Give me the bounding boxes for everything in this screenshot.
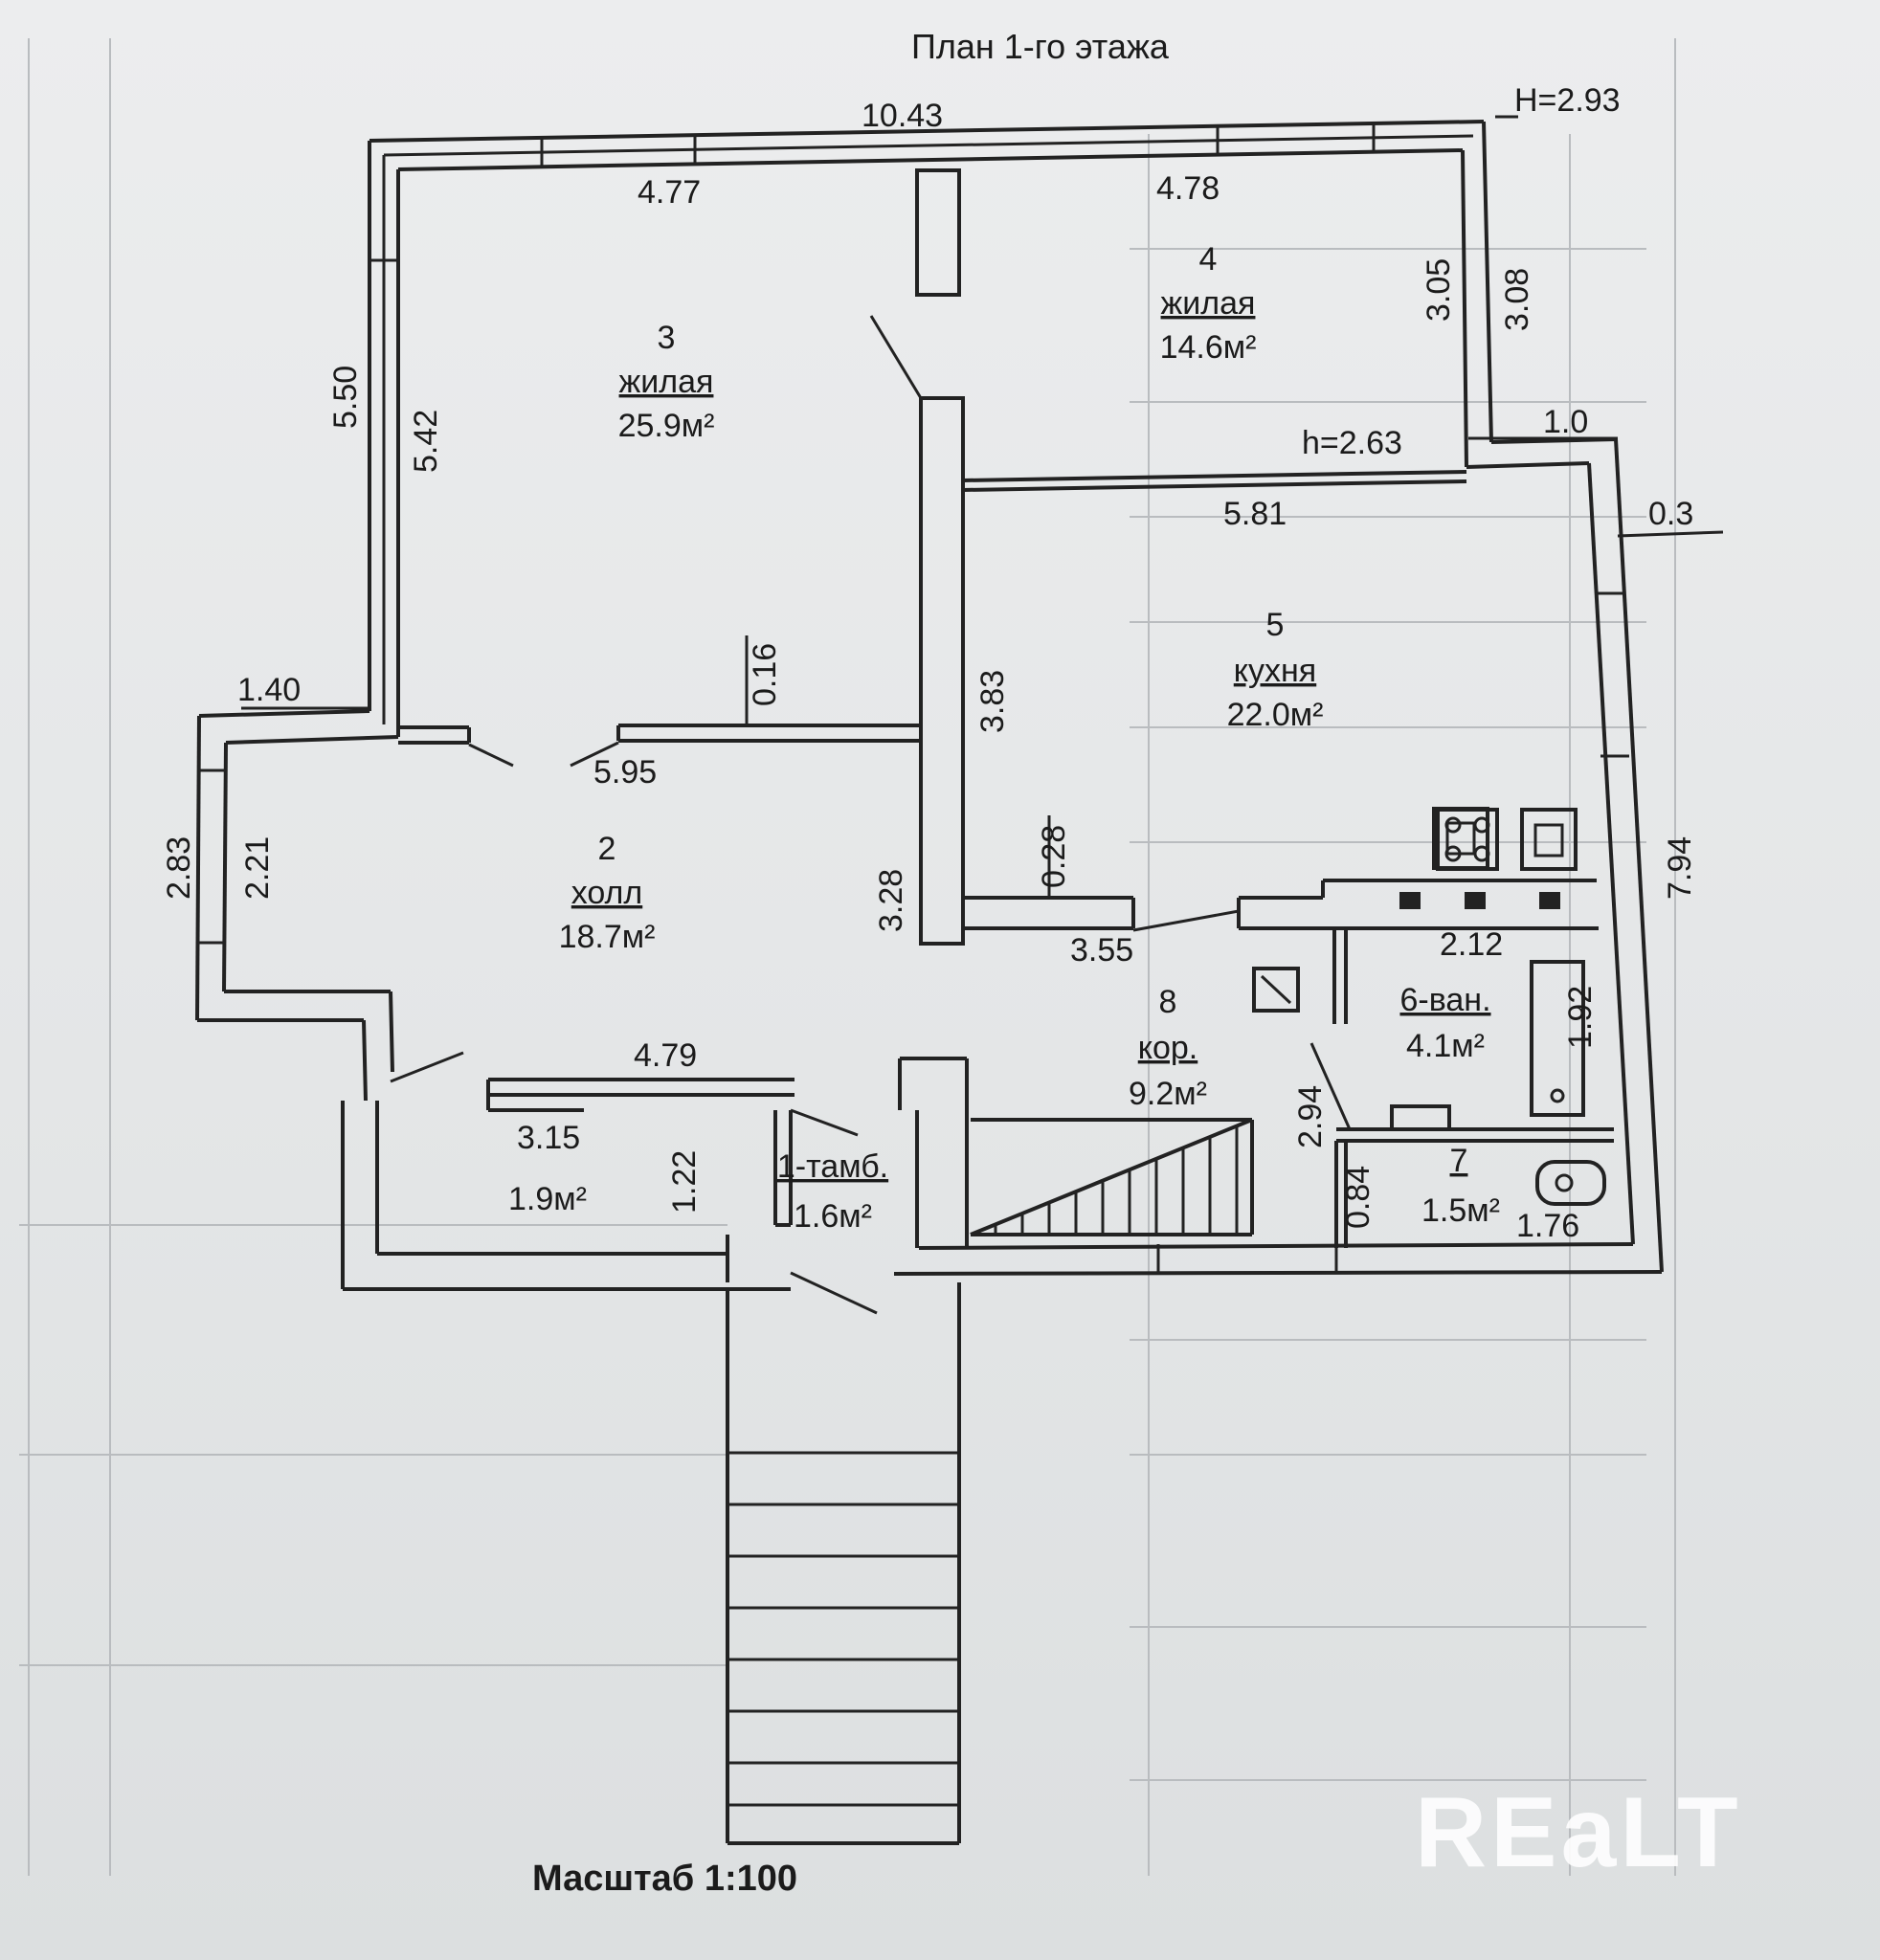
room5-area: 22.0м² [1227, 697, 1324, 733]
dim-left-inner: 5.42 [408, 410, 444, 473]
dim-corridor-left: 3.28 [873, 869, 909, 932]
room7-area: 1.5м² [1421, 1192, 1500, 1229]
dim-total-width: 10.43 [862, 98, 943, 134]
dim-bath-width: 2.12 [1440, 926, 1503, 963]
room8-name: кор. [1138, 1030, 1198, 1066]
dim-wc-width: 1.76 [1516, 1208, 1579, 1244]
vestibule-walls [390, 1051, 969, 1315]
dim-wall-28: 0.28 [1036, 825, 1072, 888]
dim-wall-offset: 0.3 [1648, 496, 1693, 532]
dim-left-outer: 5.50 [327, 366, 364, 429]
dim-room3-width: 4.77 [638, 174, 701, 211]
dim-bath-depth: 1.92 [1562, 986, 1599, 1049]
dim-storage-depth: 1.22 [666, 1150, 703, 1214]
toilet-icon [1535, 1160, 1606, 1206]
washbasin-icon [1390, 1104, 1451, 1131]
dim-hall-outer-height: 2.83 [161, 836, 197, 900]
cabinet-markers-icon [1399, 892, 1560, 909]
interior-walls [398, 168, 1599, 946]
room3-area: 25.9м² [618, 408, 715, 444]
oven-icon [1520, 808, 1578, 871]
boiler-icon [1252, 967, 1300, 1013]
dim-storage-width: 3.15 [517, 1120, 580, 1156]
dim-step-right: 1.0 [1543, 404, 1588, 440]
dim-hall-inner-height: 2.21 [239, 836, 276, 900]
room5-name: кухня [1234, 653, 1316, 689]
dim-hall-bottom: 4.79 [634, 1037, 697, 1074]
storage-area: 1.9м² [508, 1181, 587, 1217]
bathroom-walls [1309, 928, 1614, 1248]
room6-area: 4.1м² [1406, 1028, 1485, 1064]
dimension-lines [241, 115, 1724, 898]
exterior-walls [195, 120, 1664, 1291]
dim-kitchen-width: 5.81 [1223, 496, 1287, 532]
room8-area: 9.2м² [1129, 1076, 1207, 1112]
dim-kitchen-right-depth: 7.94 [1662, 836, 1698, 900]
room8-number: 8 [1159, 984, 1177, 1020]
room2-name: холл [571, 875, 642, 911]
dim-room4-depth-outer: 3.08 [1499, 268, 1535, 331]
h-label: H=2.93 [1514, 82, 1621, 119]
dim-room4-width: 4.78 [1156, 170, 1220, 207]
dim-wc-depth: 2.94 [1292, 1085, 1329, 1148]
room3-number: 3 [658, 320, 676, 356]
room5-number: 5 [1266, 607, 1285, 643]
room7-number: 7 [1450, 1143, 1468, 1179]
dim-porch-left: 1.40 [237, 672, 301, 708]
room4-name: жилая [1161, 285, 1256, 322]
room6-number-name: 6-ван. [1399, 982, 1490, 1018]
dim-room4-depth-inner: 3.05 [1421, 258, 1457, 322]
dim-hall-width: 5.95 [593, 754, 657, 791]
dim-corridor-width: 3.55 [1070, 932, 1133, 969]
h-kitchen-label: h=2.63 [1302, 425, 1402, 461]
scale-label: Масштаб 1:100 [532, 1859, 798, 1899]
dim-wc-small: 0.84 [1340, 1166, 1376, 1229]
bathtub-icon [1530, 960, 1585, 1117]
dim-kitchen-depth: 3.83 [974, 670, 1011, 733]
room3-name: жилая [619, 364, 714, 400]
room2-area: 18.7м² [559, 919, 656, 955]
room2-number: 2 [598, 831, 616, 867]
dim-partition-thickness: 0.16 [747, 643, 783, 706]
room4-number: 4 [1199, 241, 1218, 278]
plan-title: План 1-го этажа [911, 27, 1169, 66]
room1-number-name: 1-тамб. [777, 1148, 888, 1185]
room4-area: 14.6м² [1160, 329, 1257, 366]
entrance-stairs-icon [726, 1282, 961, 1845]
room1-area: 1.6м² [794, 1198, 872, 1235]
staircase-icon [970, 1118, 1254, 1236]
cooking-surface-icon [1436, 808, 1499, 871]
watermark-logo: REaLT [1415, 1777, 1742, 1888]
